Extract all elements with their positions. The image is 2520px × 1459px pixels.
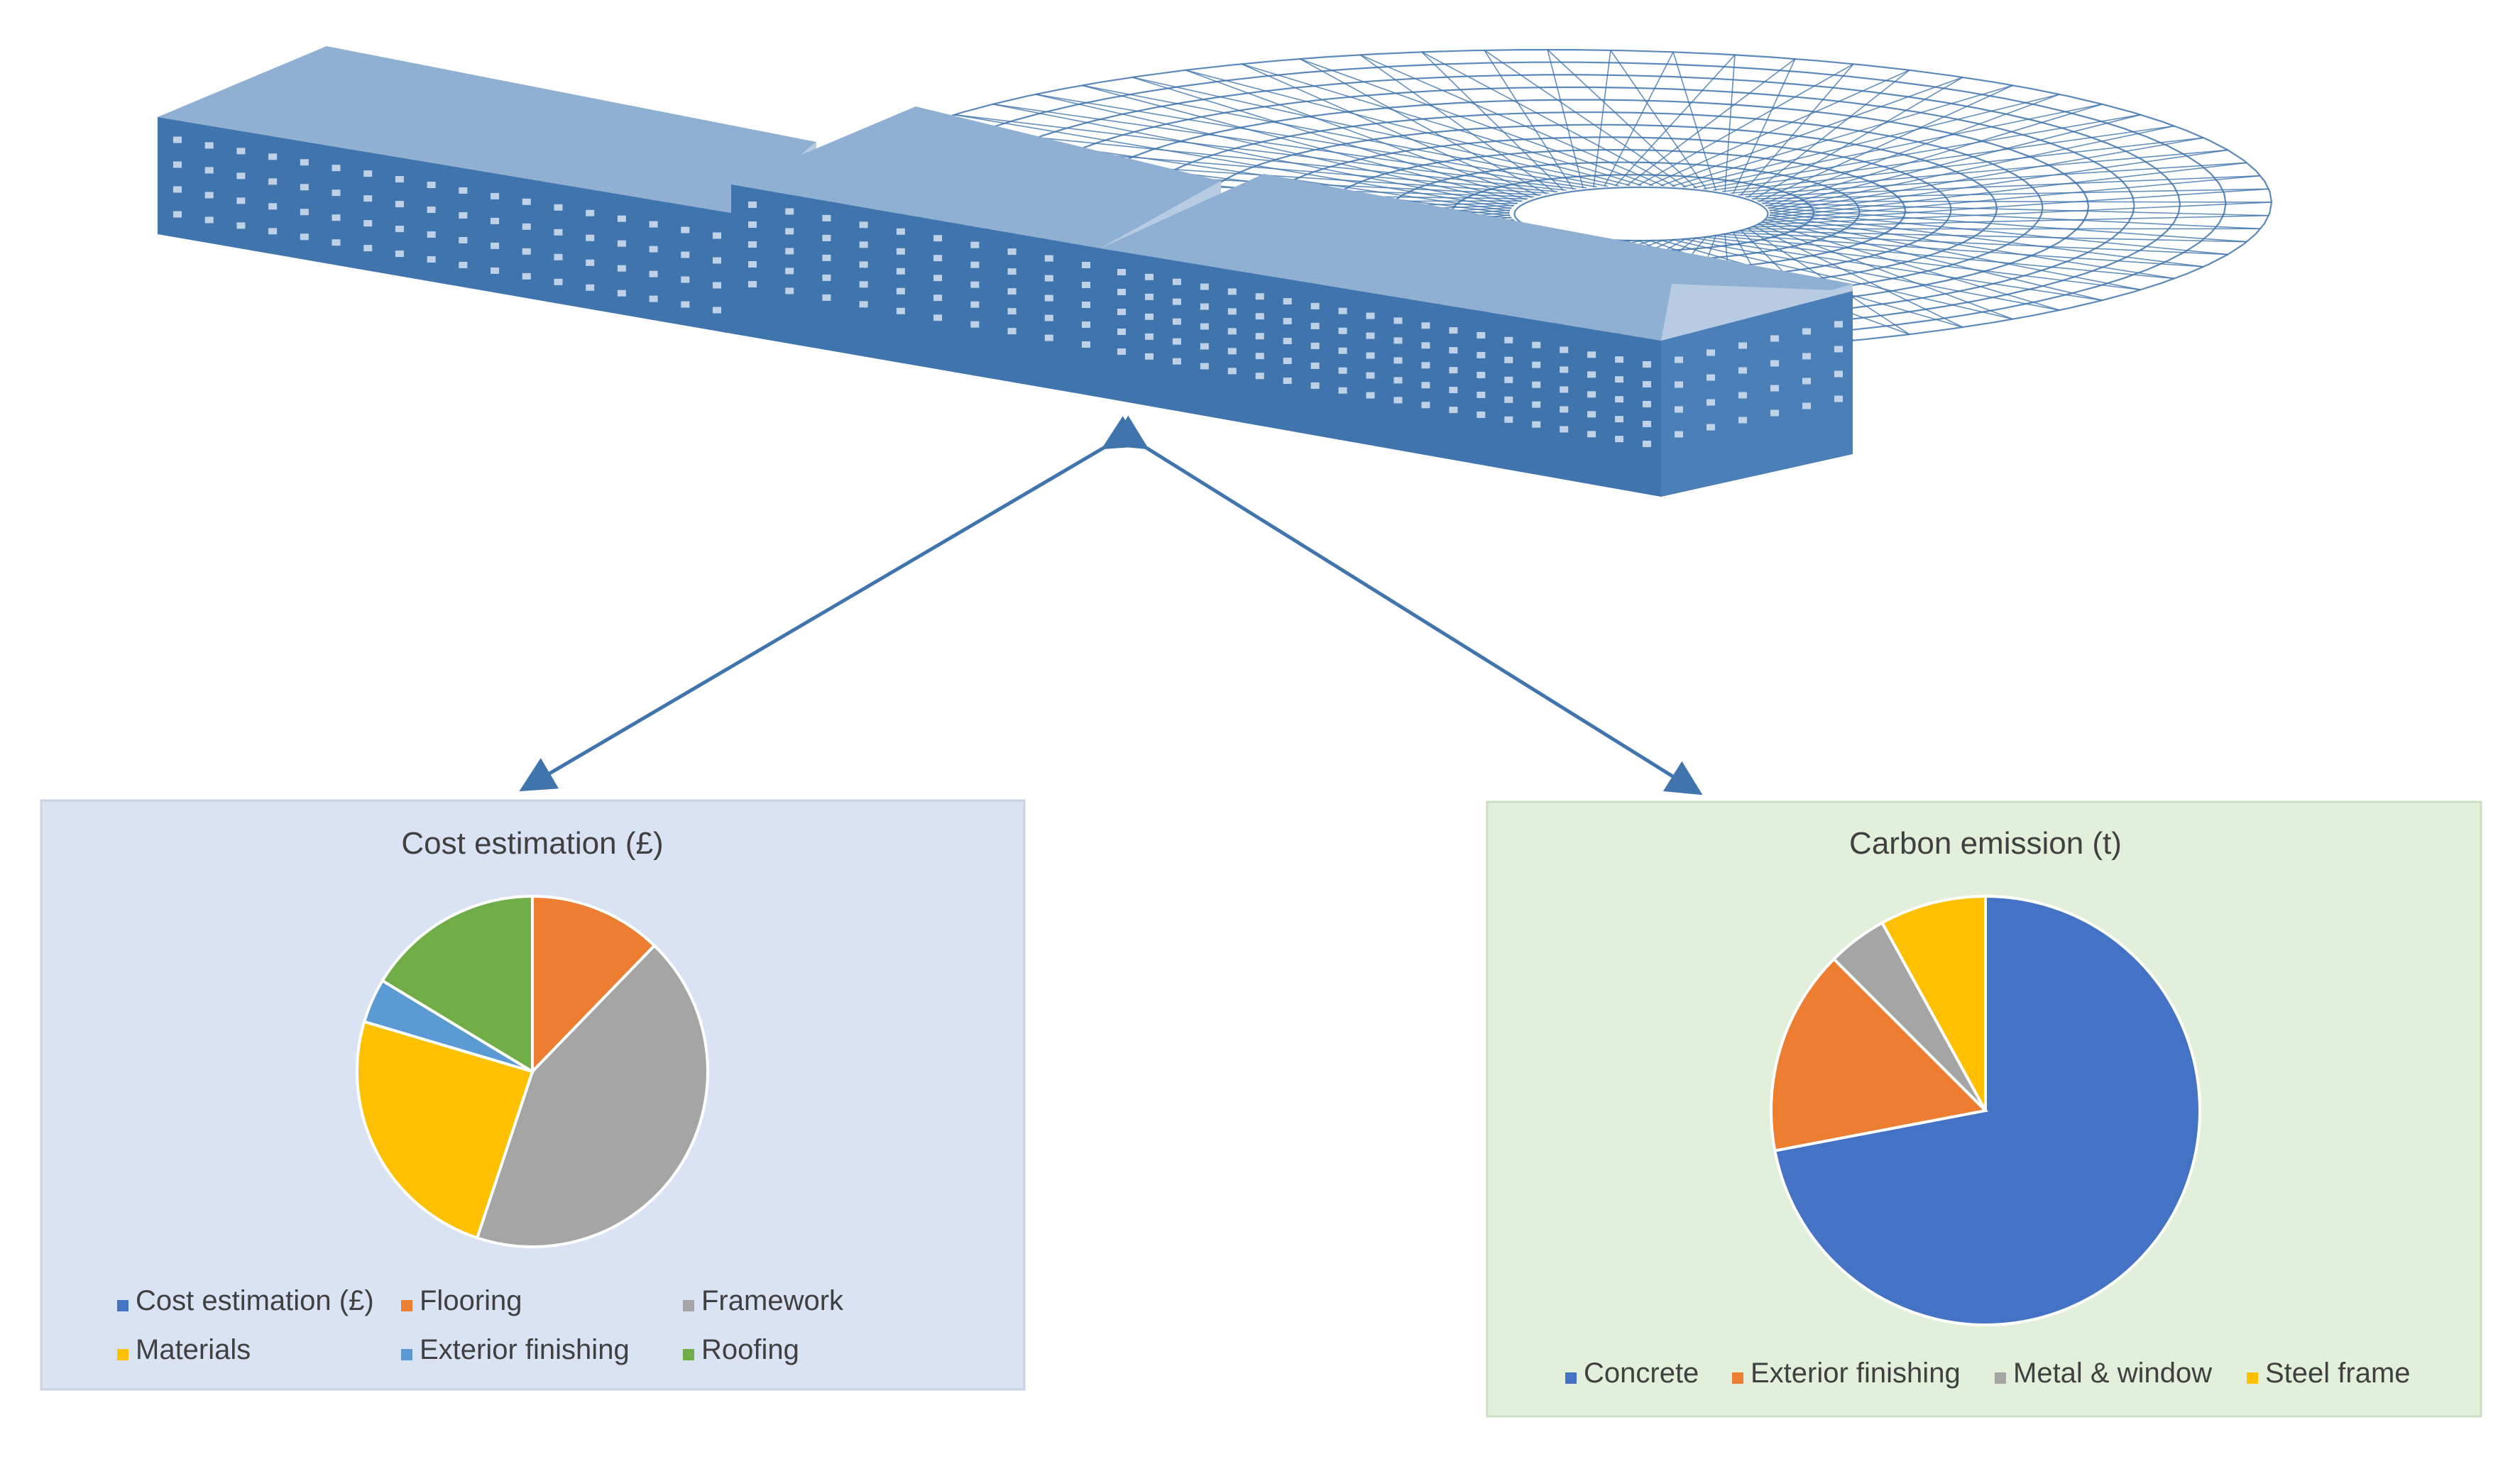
- carbon-chart-title: Carbon emission (t): [1849, 826, 2122, 861]
- legend-swatch: [683, 1349, 694, 1360]
- legend-label: Concrete: [1584, 1358, 1699, 1389]
- arrow-to-cost-chart: [519, 416, 1141, 792]
- legend-label: Flooring: [420, 1285, 522, 1316]
- carbon-pie: [1770, 894, 2201, 1326]
- legend-label: Framework: [701, 1285, 844, 1316]
- legend-label: Materials: [136, 1334, 251, 1365]
- legend-swatch: [117, 1349, 128, 1360]
- legend-swatch: [1732, 1372, 1743, 1384]
- pie-slice-exterior-finishing: [1770, 957, 1989, 1152]
- cost-chart-title: Cost estimation (£): [401, 826, 663, 861]
- legend-label: Metal & window: [2013, 1358, 2212, 1389]
- pie-slice-roofing: [380, 894, 534, 1074]
- legend-label: Exterior finishing: [1751, 1358, 1961, 1389]
- legend-label: Cost estimation (£): [136, 1285, 374, 1316]
- legend-label: Roofing: [701, 1334, 799, 1365]
- carbon-legend: Concrete Exterior finishing Metal & window…: [1565, 1358, 2411, 1389]
- cost-estimation-chart: Cost estimation (£) Cost estimation (£) F…: [40, 799, 1026, 1391]
- arrow-to-carbon-chart: [1109, 415, 1703, 795]
- legend-swatch: [1995, 1372, 2006, 1384]
- legend-label: Steel frame: [2265, 1358, 2411, 1389]
- pie-slice-flooring: [531, 894, 657, 1075]
- building-blocks: [158, 46, 1853, 497]
- carbon-emission-chart: Carbon emission (t) Concrete Exterior fin…: [1486, 800, 2482, 1418]
- arrows: [519, 415, 1703, 795]
- legend-swatch: [401, 1349, 412, 1360]
- building-3d-model-icon: [158, 46, 2273, 497]
- legend-label: Exterior finishing: [420, 1334, 630, 1365]
- cost-pie: [356, 894, 709, 1249]
- legend-swatch: [683, 1300, 694, 1311]
- legend-swatch: [2247, 1372, 2258, 1384]
- legend-swatch: [117, 1300, 128, 1311]
- pie-slice-framework: [475, 943, 709, 1249]
- legend-swatch: [1565, 1372, 1577, 1384]
- cost-legend: Cost estimation (£) Flooring FrameworkMate…: [117, 1285, 844, 1365]
- legend-swatch: [401, 1300, 412, 1311]
- pie-slice-materials: [356, 1020, 535, 1240]
- pie-slice-steel-frame: [1880, 894, 1987, 1111]
